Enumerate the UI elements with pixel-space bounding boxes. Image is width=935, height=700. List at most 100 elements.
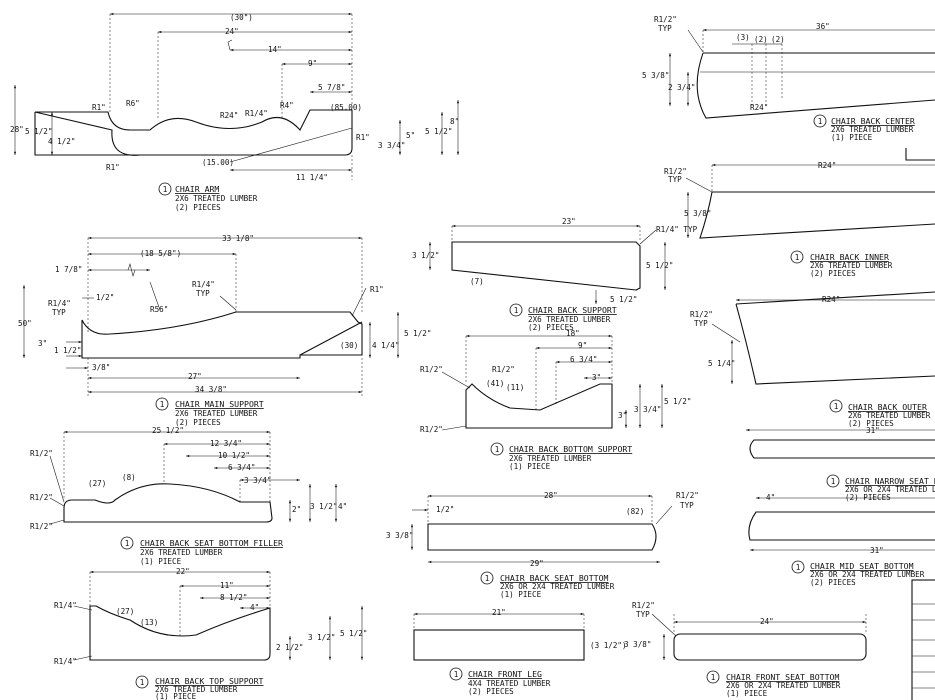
center-radius-1-2: R1/2": [654, 15, 677, 24]
filler-dim-4: 4": [338, 502, 347, 511]
mid-qty: 1: [796, 563, 801, 572]
narrow-title: CHAIR NARROW SEAT B: [845, 476, 935, 486]
arm-radius-4: R4": [280, 101, 294, 110]
arm-radius-6: R6": [126, 99, 140, 108]
bsup-dim-5-1-2a: 5 1/2": [646, 261, 673, 270]
bbot-pieces: (1) PIECE: [509, 462, 551, 471]
leg-dim-3-1-2: (3 1/2"): [590, 641, 627, 650]
front-seat-label: 1 CHAIR FRONT SEAT BOTTOM 2X6 OR 2X4 TRE…: [706, 670, 841, 698]
mid-dim-4: 4": [766, 493, 775, 502]
top-dim-22: 22": [176, 567, 190, 576]
filler-radius-1-2c: R1/2": [30, 522, 53, 531]
arm-dim-4-1-2: 4 1/2": [48, 137, 75, 146]
chair-main-support-drawing: 33 1/8" (18 5/8") 1 7/8" 1/2" R1/4" TYP …: [18, 234, 431, 427]
bsup-pieces: (2) PIECES: [528, 323, 574, 332]
arm-dim-5: 5": [406, 131, 415, 140]
inner-title: CHAIR BACK INNER: [810, 252, 889, 262]
chair-arm-label: 1 CHAIR ARM 2X6 TREATED LUMBER (2) PIECE…: [158, 182, 258, 212]
main-radius-56: R56": [150, 305, 168, 314]
filler-dim-6-3-4: 6 3/4": [228, 463, 255, 472]
main-material: 2X6 TREATED LUMBER: [175, 409, 258, 418]
back-outer-label: 1 CHAIR BACK OUTER 2X6 TREATED LUMBER (2…: [829, 399, 931, 428]
arm-title: CHAIR ARM: [175, 184, 219, 194]
main-support-label: 1 CHAIR MAIN SUPPORT 2X6 TREATED LUMBER …: [155, 397, 264, 427]
center-radius-24: R24": [750, 103, 768, 112]
main-dim-33-1-8: 33 1/8": [222, 234, 254, 243]
center-pieces: (1) PIECE: [831, 133, 873, 142]
outer-material: 2X6 TREATED LUMBER: [848, 411, 931, 420]
main-dim-4-1-4: 4 1/4": [372, 341, 399, 350]
arm-dim-24: 24": [225, 27, 239, 36]
main-angle-30: (30): [340, 341, 358, 350]
top-material: 2X6 TREATED LUMBER: [155, 685, 238, 694]
bseat-qty: 1: [485, 574, 490, 583]
bbot-dim-6-3-4: 6 3/4": [570, 355, 597, 364]
arm-angle-15: (15.00): [202, 158, 234, 167]
narrow-seat-label: 1 CHAIR NARROW SEAT B 2X6 OR 2X4 TREATED…: [826, 474, 935, 502]
filler-radius-1-2a: R1/2": [30, 449, 53, 458]
bsup-dim-3-1-2: 3 1/2": [412, 251, 439, 260]
front-qty: 1: [711, 673, 716, 682]
mid-seat-drawing: 4" 31" 1 CHAIR MID SEAT BOTTOM 2X6 OR 2X…: [748, 493, 935, 587]
inner-pieces: (2) PIECES: [810, 269, 856, 278]
bbot-dim-9: 9": [578, 341, 587, 350]
bseat-dim-1-2: 1/2": [436, 505, 454, 514]
arm-qty: 1: [163, 185, 168, 194]
bsup-dim-23: 23": [562, 217, 576, 226]
chair-arm-base: [34, 112, 140, 156]
back-inner-label: 1 CHAIR BACK INNER 2X6 TREATED LUMBER (2…: [790, 250, 893, 278]
center-dim-5-3-8: 5 3/8": [642, 71, 669, 80]
back-bottom-outline: [465, 383, 613, 429]
filler-pieces: (1) PIECE: [140, 557, 182, 566]
bsup-qty: 1: [514, 306, 519, 315]
arm-radius-1-4: R1/4": [245, 109, 268, 118]
bbot-dim-5-1-2: 5 1/2": [664, 397, 691, 406]
bsup-radius-1-4-typ: R1/4" TYP: [656, 225, 698, 234]
filler-dim-3-1-2: 3 1/2": [310, 502, 337, 511]
mid-seat-outline: [748, 511, 935, 541]
arm-pieces: (2) PIECES: [175, 203, 221, 212]
main-typ: TYP: [52, 308, 66, 317]
narrow-seat-drawing: 31" 1 CHAIR NARROW SEAT B 2X6 OR 2X4 TRE…: [746, 426, 935, 502]
top-dim-3-1-2: 3 1/2": [308, 633, 335, 642]
outer-radius-24: R24": [822, 295, 840, 304]
front-seat-drawing: R1/2" TYP 24" 3 3/8" 1 CHAIR FRONT SEAT …: [624, 601, 867, 698]
center-dim-2a: (2): [754, 35, 768, 44]
title-block: [911, 579, 935, 700]
main-support-outline: [81, 311, 363, 359]
mid-title: CHAIR MID SEAT BOTTOM: [810, 561, 914, 571]
outer-radius-1-2: R1/2": [690, 310, 713, 319]
filler-dim-25-1-2: 25 1/2": [152, 426, 184, 435]
mid-material: 2X6 OR 2X4 TREATED LUMBER: [810, 570, 925, 579]
back-seat-bottom-filler-drawing: 25 1/2" 12 3/4" 10 1/2" 6 3/4" 3 3/4" R1…: [30, 426, 347, 566]
main-radius-1-4b: R1/4": [192, 280, 215, 289]
arm-dim-9: 9": [308, 59, 317, 68]
main-dim-27: 27": [188, 372, 202, 381]
front-leg-drawing: 21" (3 1/2") 1 CHAIR FRONT LEG 4X4 TREAT…: [413, 608, 627, 696]
bbot-qty: 1: [495, 445, 500, 454]
mid-pieces: (2) PIECES: [810, 578, 856, 587]
bbot-radius-1-2c: R1/2": [420, 425, 443, 434]
outer-dim-5-1-4: 5 1/4": [708, 359, 735, 368]
back-support-outline: [451, 241, 641, 291]
filler-material: 2X6 TREATED LUMBER: [140, 548, 223, 557]
narrow-seat-outline: [749, 439, 935, 459]
arm-dim-3-3-4: 3 3/4": [378, 141, 405, 150]
main-dim-1-7-8: 1 7/8": [55, 265, 82, 274]
bseat-material: 2X6 OR 2X4 TREATED LUMBER: [500, 582, 615, 591]
bsup-dim-5-1-2b: 5 1/2": [610, 295, 637, 304]
front-leg-outline: [413, 629, 585, 661]
top-angle-27: (27): [116, 607, 134, 616]
back-outer-drawing: R1/2" TYP R24" 5 1/4" 1 CHAIR BACK OUTER…: [690, 291, 935, 428]
inner-dim-5-3-8: 5 3/8": [684, 209, 711, 218]
leg-title: CHAIR FRONT LEG: [468, 669, 542, 679]
back-support-label: 1 CHAIR BACK SUPPORT 2X6 TREATED LUMBER …: [509, 303, 617, 332]
mid-seat-label: 1 CHAIR MID SEAT BOTTOM 2X6 OR 2X4 TREAT…: [791, 560, 925, 587]
main-radius-1: R1": [370, 285, 384, 294]
arm-dim-30: (30"): [230, 13, 253, 22]
bbot-dim-3-3-4: 3 3/4": [634, 405, 661, 414]
back-seat-bottom-drawing: 28" 1/2" (82) R1/2" TYP 3 3/8" 29" 1 CHA…: [386, 491, 699, 599]
front-typ: TYP: [636, 610, 650, 619]
filler-title: CHAIR BACK SEAT BOTTOM FILLER: [140, 538, 283, 548]
bseat-radius-1-2: R1/2": [676, 491, 699, 500]
